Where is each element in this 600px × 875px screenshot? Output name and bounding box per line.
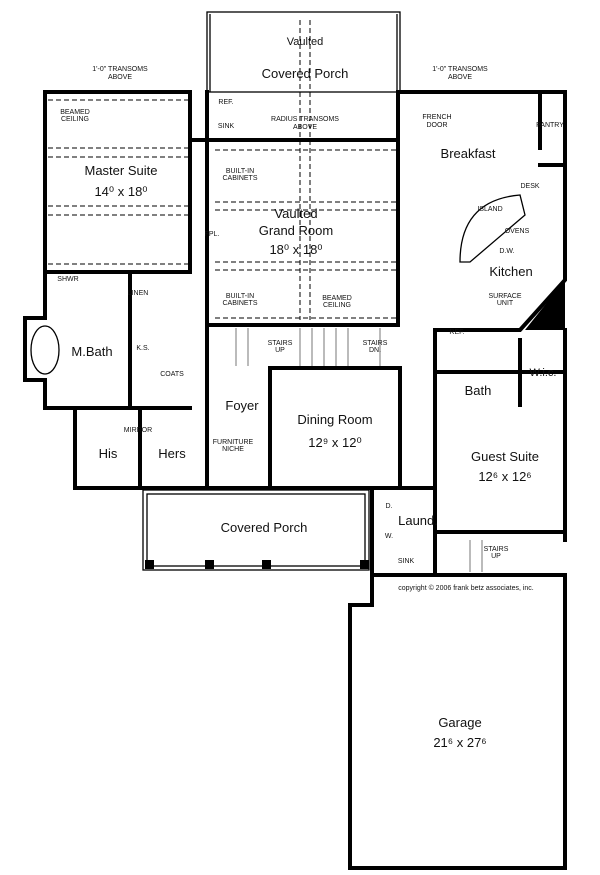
washer-label: W. [385,533,393,540]
laundry-label: Laund. [398,513,438,528]
hers-closet-label: Hers [158,446,186,461]
vaulted-porch-label: Vaulted [287,36,324,48]
master-beamed-label: BEAMED [60,109,90,116]
dishwasher-label: D.W. [499,248,514,255]
bathtub [30,325,60,375]
radius-transoms-label-2: ABOVE [293,124,317,131]
garage-stairs-label: STAIRS [484,546,509,553]
ref-label: REF. [218,99,233,106]
shower-label: SHWR [57,276,78,283]
french-door-label-2: DOOR [427,122,448,129]
his-closet-label: His [99,446,118,461]
stairs [235,328,483,572]
guest-suite-size: 12⁶ x 12⁶ [478,469,531,484]
laundry-sink-label: SINK [398,558,415,565]
dining-room-label: Dining Room [297,412,372,427]
walk-in-closet-label: W.i.c. [530,367,557,379]
garage-size: 21⁶ x 27⁶ [433,735,486,750]
coats-label: COATS [160,371,184,378]
covered-porch-top-label: Covered Porch [262,66,349,81]
garage-stairs-label-2: UP [491,553,501,560]
transoms-right-label-2: ABOVE [448,74,472,81]
built-in-top-label-2: CABINETS [222,175,257,182]
master-beamed-label-2: CEILING [61,116,89,123]
radius-transoms-label: RADIUS TRANSOMS [271,116,339,123]
stairs-down-label: STAIRS [363,340,388,347]
dining-room-size: 12⁹ x 12⁰ [308,435,361,450]
linen-label: LINEN [128,290,149,297]
built-in-top-label: BUILT-IN [226,168,254,175]
stairs-down-label-2: DN. [369,347,381,354]
built-in-bottom-label: BUILT-IN [226,293,254,300]
guest-suite-label: Guest Suite [471,449,539,464]
stairs-up-label: STAIRS [268,340,293,347]
kitchen-island [459,194,526,263]
surface-unit-label-2: UNIT [497,300,514,307]
kitchen-corner-fill [525,280,565,330]
transoms-left-label: 1'-0" TRANSOMS [92,66,148,73]
furniture-niche-label: FURNITURE [213,439,254,446]
grand-room-label: Grand Room [259,223,333,238]
garage-label: Garage [438,715,481,730]
grand-beamed-label: BEAMED [322,295,352,302]
pantry-label: PANTRY [536,122,564,129]
fireplace-label: FPL. [205,231,220,238]
master-suite-label: Master Suite [85,163,158,178]
grand-room-vaulted-label: Vaulted [274,206,317,221]
transoms-right-label: 1'-0" TRANSOMS [432,66,488,73]
covered-porch-front-label: Covered Porch [221,520,308,535]
foyer-label: Foyer [225,398,259,413]
master-bath-label: M.Bath [71,344,112,359]
beamed-ceiling-lines [48,20,396,320]
vaulted-porch-outline [206,11,401,93]
stairs-up-label-2: UP [275,347,285,354]
grand-room-size: 18⁰ x 18⁰ [269,242,322,257]
transoms-left-label-2: ABOVE [108,74,132,81]
mirror-label: MIRROR [124,427,152,434]
desk-label: DESK [520,183,539,190]
kitchen-ref-label: REF. [449,329,464,336]
grand-beamed-label-2: CEILING [323,302,351,309]
master-suite-size: 14⁰ x 18⁰ [94,184,147,199]
french-door-label: FRENCH [422,114,451,121]
ovens-label: OVENS [505,228,530,235]
ks-label: K.S. [136,345,149,352]
sink-label: SINK [218,123,235,130]
copyright-text: copyright © 2006 frank betz associates, … [398,584,534,592]
kitchen-label: Kitchen [489,264,532,279]
walls [23,11,567,870]
front-porch-outline [142,489,370,571]
bath-label: Bath [465,383,492,398]
built-in-bottom-label-2: CABINETS [222,300,257,307]
breakfast-label: Breakfast [441,146,496,161]
island-label: ISLAND [477,206,502,213]
dryer-label: D. [386,503,393,510]
furniture-niche-label-2: NICHE [222,446,244,453]
surface-unit-label: SURFACE [488,293,521,300]
